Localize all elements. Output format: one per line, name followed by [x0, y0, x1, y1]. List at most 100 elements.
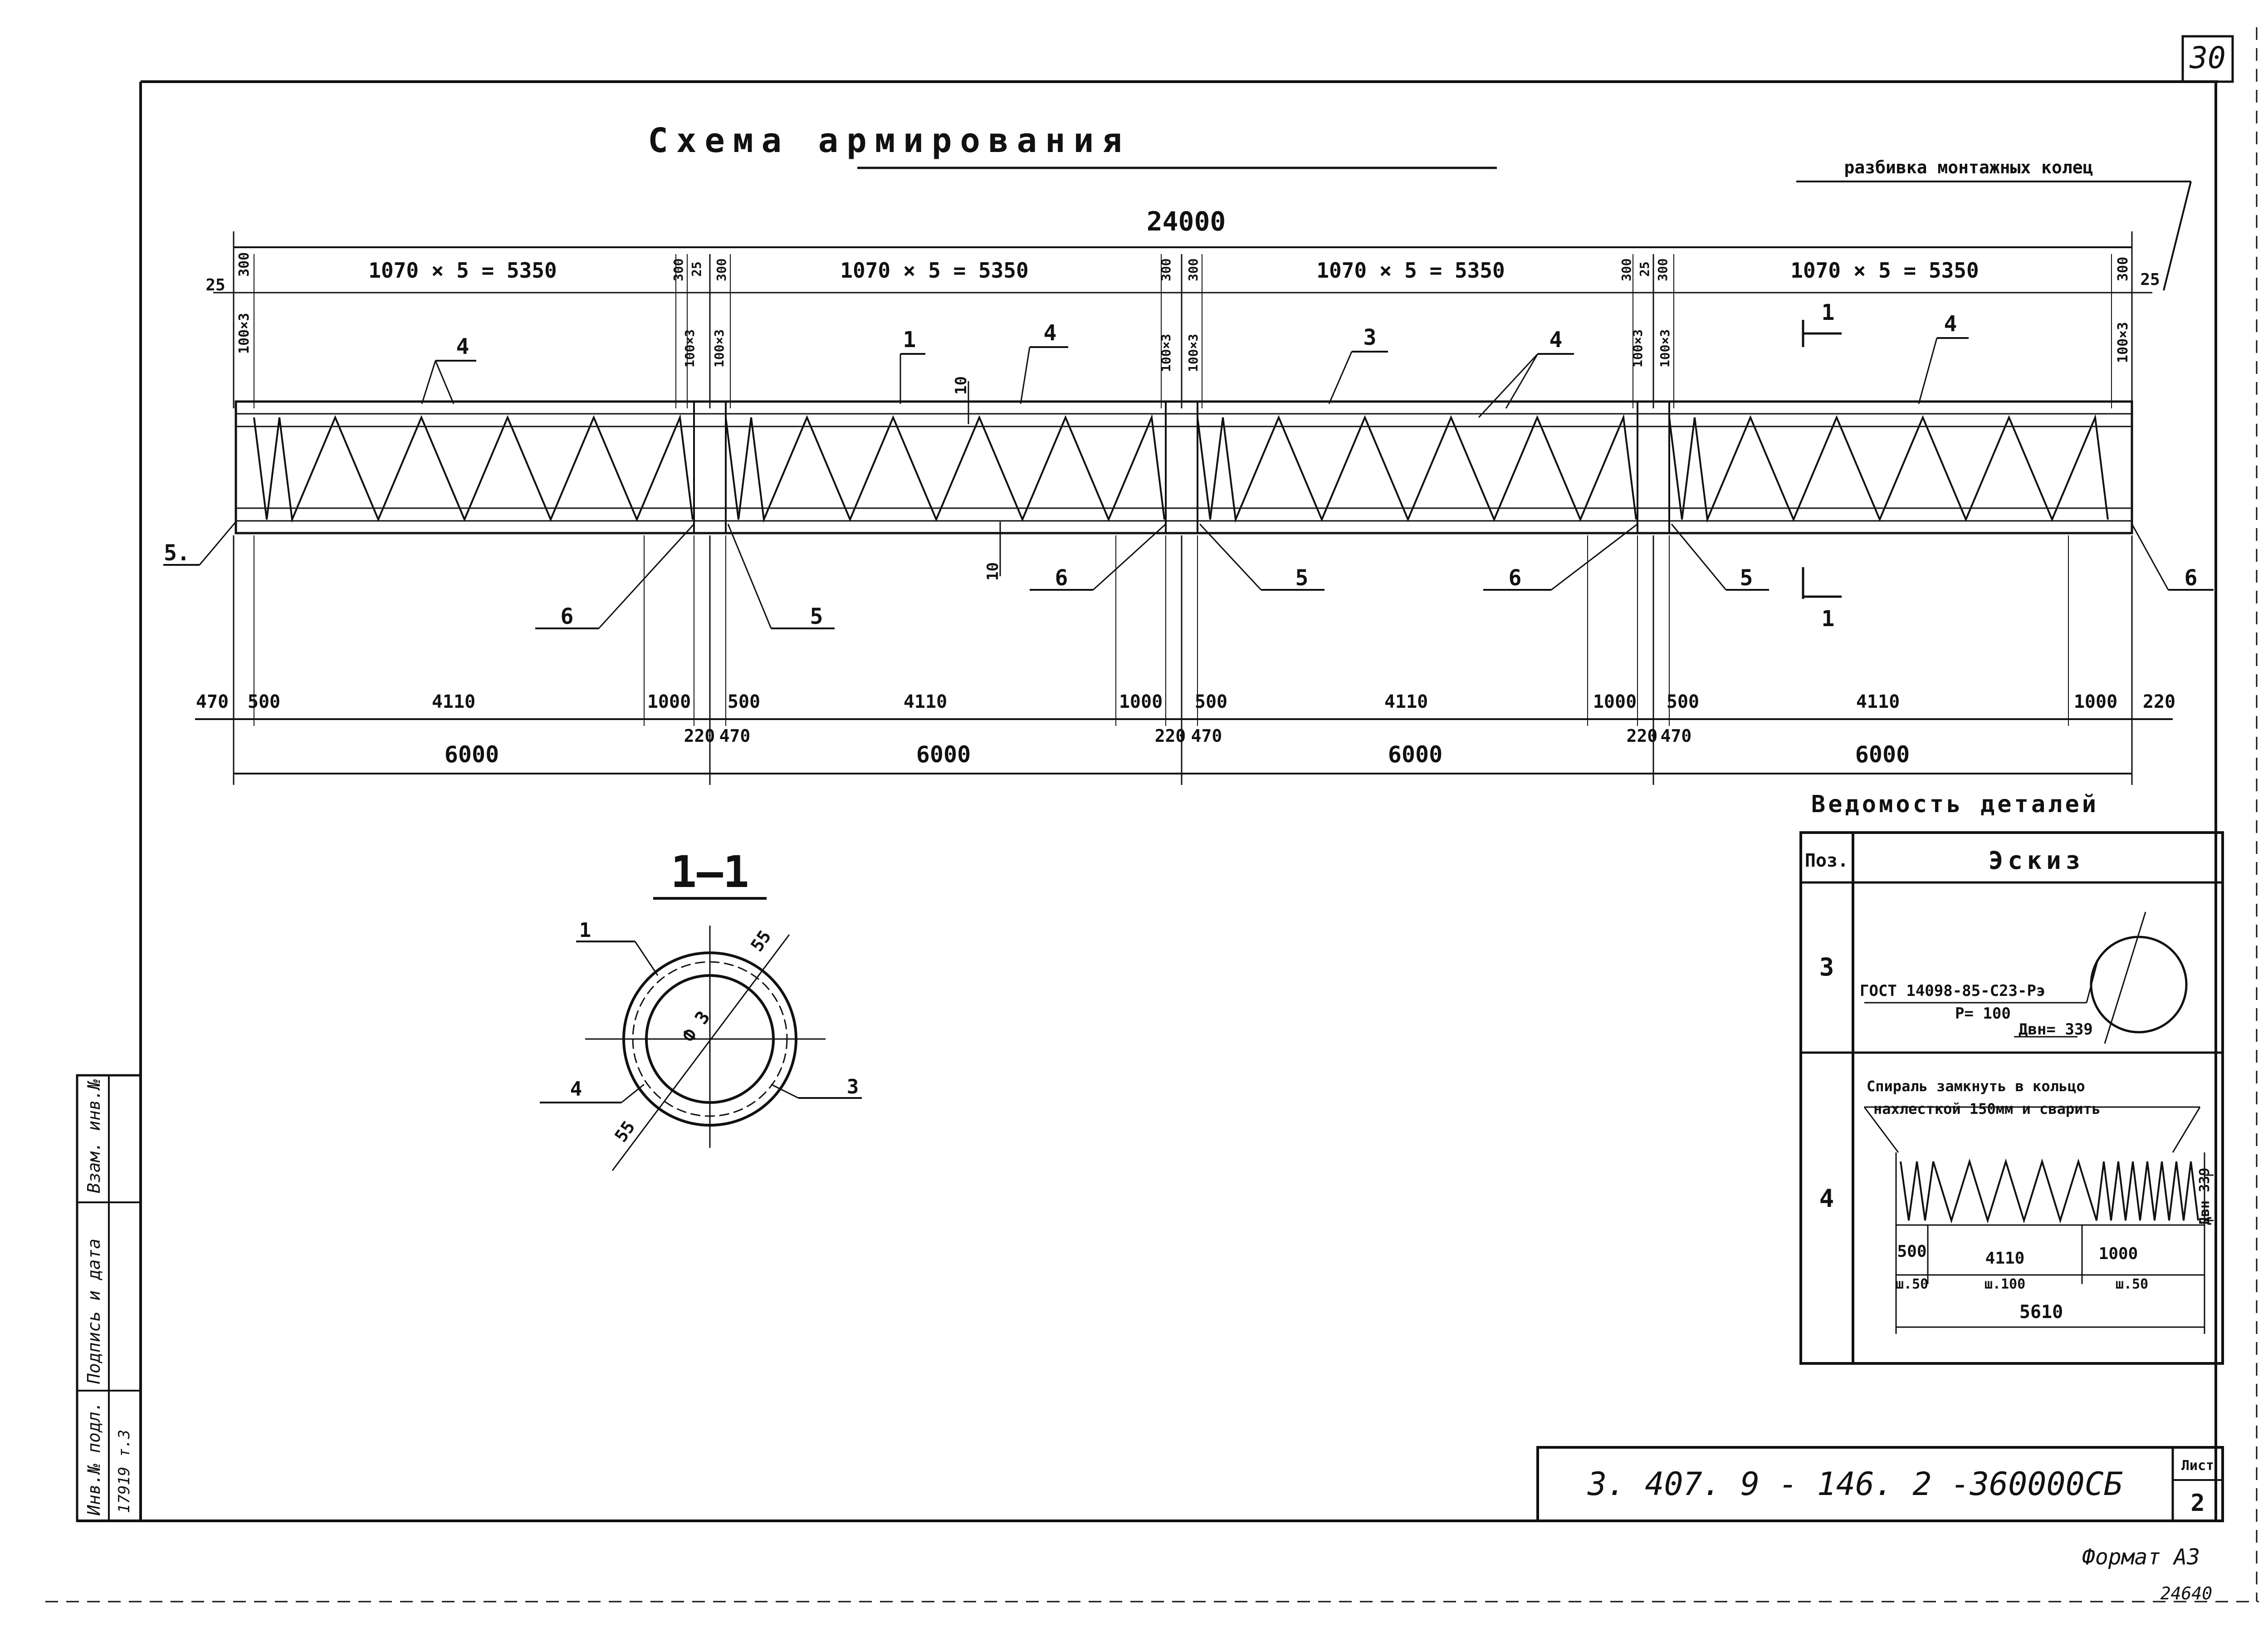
row4-note-1: Спираль замкнуть в кольцо: [1867, 1078, 2085, 1095]
dim-4110-s4: 4110: [1856, 691, 1900, 712]
side-stamp: [76, 1074, 142, 1522]
section-diameter: Ф 3: [679, 1007, 714, 1046]
spiral-segment-2: [725, 414, 1165, 523]
dim-1000-s2: 1000: [1119, 691, 1163, 712]
sheet-number: 2: [2190, 1490, 2204, 1517]
joint-25-j1: 25: [689, 261, 704, 277]
parts-table: [1799, 831, 2224, 1365]
ring-layout-label: разбивка монтажных колец: [1844, 157, 2093, 177]
pitch-300-j1a: 300: [671, 258, 686, 281]
dim-500-s1: 500: [248, 691, 280, 712]
dim-470-s2: 470: [719, 726, 751, 746]
pitch-300-right: 300: [2115, 257, 2131, 281]
title-block: [1536, 1446, 2224, 1522]
dim-220-s2: 220: [1155, 726, 1186, 746]
spiral-segment-4: [1668, 414, 2109, 523]
pitch-100x3-j3a: 100×3: [1630, 329, 1645, 368]
pitch-100x3-j1b: 100×3: [712, 329, 727, 368]
dim-1000-s4: 1000: [2074, 691, 2117, 712]
pos-1-label: 1: [903, 327, 916, 353]
section-dim-55-top: 55: [747, 926, 775, 955]
dim-470-left: 470: [196, 691, 229, 712]
dim-1000-s3: 1000: [1593, 691, 1637, 712]
side-inv-value: 17919 т.3: [115, 1430, 133, 1513]
segment-6000-3: 6000: [1388, 741, 1442, 768]
pos-4-label-b: 4: [1044, 320, 1057, 346]
row4-s50a: ш.50: [1896, 1276, 1928, 1292]
pos-6-label-d: 6: [2185, 565, 2198, 591]
pitch-100x3-left: 100×3: [236, 313, 252, 354]
dim-220-s1: 220: [684, 726, 715, 746]
pitch-100x3-j1a: 100×3: [682, 329, 697, 368]
dim-220-s3: 220: [1627, 726, 1658, 746]
row4-note-2: нахлесткой 150мм и сварить: [1873, 1100, 2101, 1117]
row4-total: 5610: [2019, 1302, 2063, 1323]
segment-6000-2: 6000: [916, 741, 971, 768]
spacing-label-1: 1070 × 5 = 5350: [368, 258, 557, 283]
pitch-300-j3b: 300: [1655, 258, 1670, 281]
bottom-dim-labels: 470 500 4110 1000 220 470 500 4110 1000 …: [196, 691, 2175, 768]
table-spiral-line: [1900, 1158, 2199, 1224]
sheet-label: Лист: [2181, 1458, 2214, 1474]
pos-6-label-b: 6: [1055, 565, 1068, 591]
end-dim-right: 25: [2140, 270, 2160, 289]
drawing-code: 3. 407. 9 - 146. 2 -360000СБ: [1587, 1465, 2123, 1503]
row4-s100: ш.100: [1984, 1276, 2025, 1292]
table-spiral-sketch: [1900, 1158, 2199, 1224]
drawing-title: Схема армирования: [648, 121, 1130, 160]
pitch-300-left: 300: [236, 252, 252, 277]
dim-4110-s1: 4110: [432, 691, 475, 712]
section-pos-1: 1: [579, 919, 591, 942]
total-length: 24000: [1147, 206, 1226, 237]
segment-6000-1: 6000: [445, 741, 499, 768]
row3-gost: ГОСТ 14098-85-С23-Рэ: [1860, 982, 2045, 1000]
row4-pos: 4: [1819, 1184, 1834, 1213]
parts-table-heading: Ведомость деталей: [1811, 791, 2099, 818]
dim-4110-s2: 4110: [904, 691, 947, 712]
pos-4-label-c: 4: [1549, 327, 1563, 353]
reinforcement-cage: [235, 400, 2133, 534]
dim-470-s3: 470: [1191, 726, 1222, 746]
top-dimensions: [213, 231, 2152, 408]
pitch-100x3-j3b: 100×3: [1657, 329, 1672, 368]
segment-6000-4: 6000: [1855, 741, 1910, 768]
spacing-label-4: 1070 × 5 = 5350: [1790, 258, 1979, 283]
row3-pos: 3: [1819, 953, 1834, 981]
section-pos-4: 4: [570, 1078, 582, 1101]
section-drawing: [540, 926, 862, 1171]
dim-500-s4: 500: [1667, 691, 1699, 712]
row4-d500: 500: [1897, 1242, 1926, 1261]
row3-r: Р= 100: [1955, 1005, 2011, 1023]
dim-4110-s3: 4110: [1384, 691, 1428, 712]
row3-dvn: Двн= 339: [2019, 1020, 2093, 1039]
pos-5-label-b: 5: [1295, 565, 1309, 591]
pos-3-label: 3: [1364, 325, 1377, 350]
pitch-300-j2a: 300: [1158, 258, 1173, 281]
side-inv-podl: Инв.№ подл.: [84, 1401, 104, 1516]
side-sign-date: Подпись и дата: [84, 1239, 104, 1384]
col-sketch-header: Эскиз: [1989, 846, 2085, 875]
pos-6-label-a: 6: [561, 604, 574, 629]
spacing-label-2: 1070 × 5 = 5350: [840, 258, 1028, 283]
pos-5-label-left: 5.: [164, 540, 190, 566]
spiral-segment-3: [1197, 414, 1637, 523]
pos-4-label-d: 4: [1944, 311, 1957, 337]
spiral-segment-1: [253, 414, 694, 523]
section-title: 1—1: [670, 847, 749, 897]
dim-500-s2: 500: [728, 691, 760, 712]
pos-6-label-c: 6: [1509, 565, 1522, 591]
page-number: 30: [2189, 40, 2225, 75]
cut-mark-top: 1: [1822, 300, 1835, 325]
pos-4-label-a: 4: [456, 334, 469, 359]
pos-5-label-a: 5: [810, 604, 823, 629]
joint-25-j3: 25: [1637, 261, 1652, 277]
sheet-frame: [45, 27, 2259, 1603]
row4-d1000: 1000: [2099, 1245, 2138, 1263]
dim-220-right: 220: [2143, 691, 2175, 712]
format-label: Формат А3: [2082, 1544, 2200, 1570]
spiral-zigzags: [253, 414, 2109, 523]
row4-d4110: 4110: [1985, 1249, 2025, 1268]
pitch-100x3-j2b: 100×3: [1186, 334, 1201, 372]
pitch-100x3-j2a: 100×3: [1158, 334, 1173, 372]
